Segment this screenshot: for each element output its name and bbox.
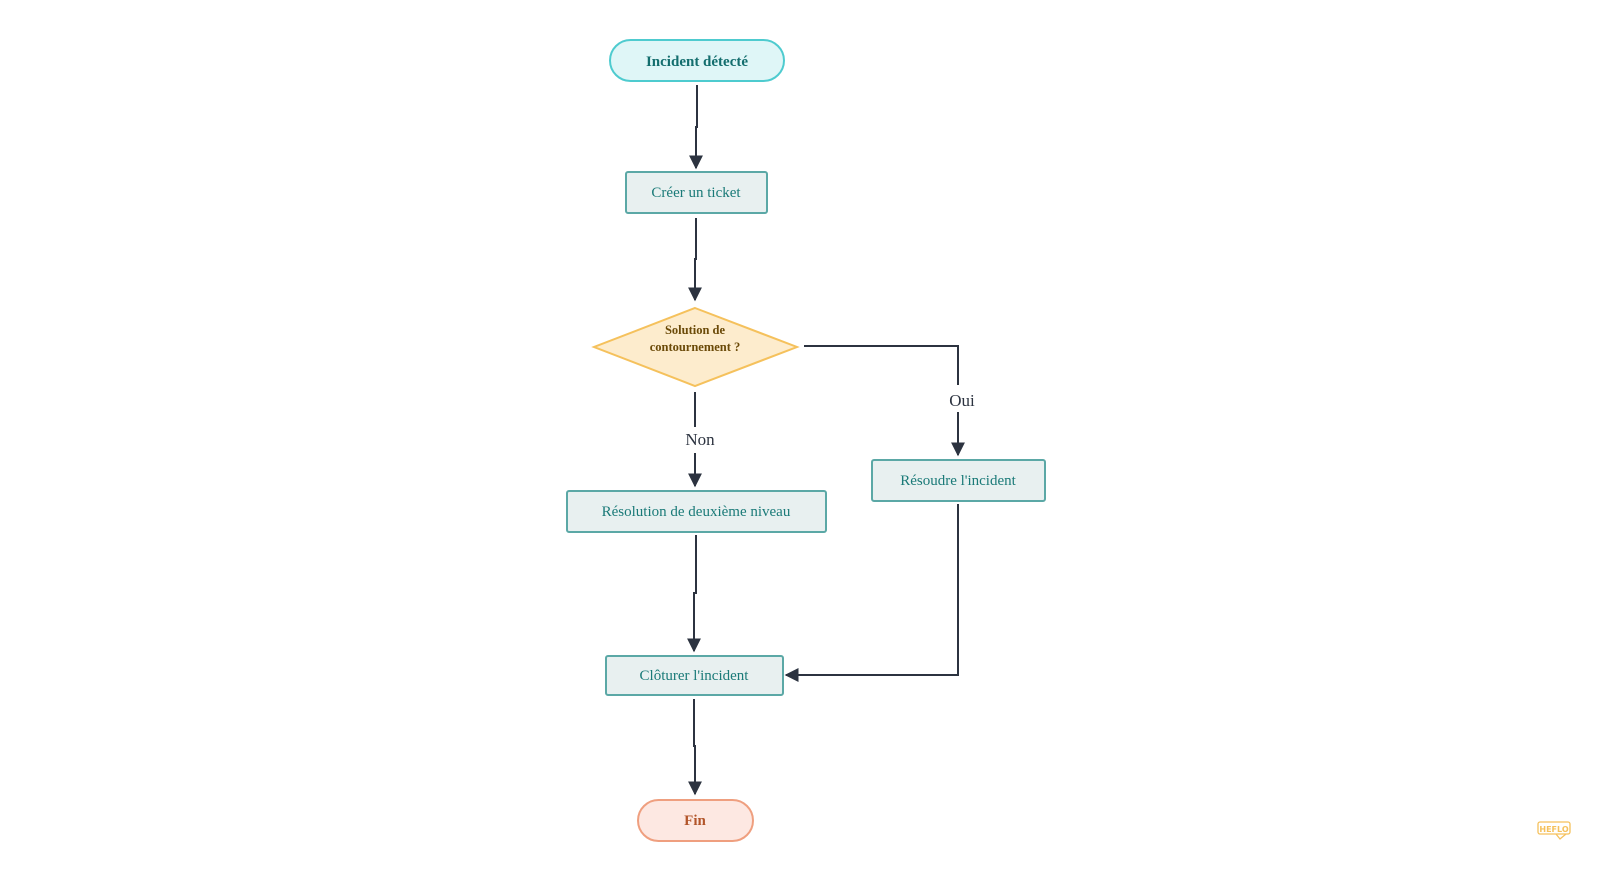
node-start[interactable]: Incident détecté: [609, 39, 785, 82]
heflo-logo-tail: [1555, 833, 1567, 840]
node-resolve-shape: [871, 459, 1046, 502]
node-second-level-shape: [566, 490, 827, 533]
node-create-ticket[interactable]: Créer un ticket: [625, 171, 768, 214]
heflo-logo-text: HEFLO: [1539, 825, 1568, 834]
edge-second-level-to-close: [687, 535, 701, 653]
edge-ticket-to-decision: [688, 218, 702, 302]
edge-decision-to-resolve: [804, 345, 959, 385]
node-resolve-label: Résoudre l'incident: [900, 473, 1016, 489]
node-close[interactable]: Clôturer l'incident: [605, 655, 784, 696]
node-decision-label-line2: contournement ?: [650, 340, 741, 354]
edge-label-non: Non: [685, 430, 715, 449]
heflo-logo-badge: [1537, 821, 1571, 835]
node-end-shape: [637, 799, 754, 842]
node-start-shape: [609, 39, 785, 82]
edge-label-bg-oui: [941, 388, 977, 412]
node-resolve[interactable]: Résoudre l'incident: [871, 459, 1046, 502]
node-end-label: Fin: [684, 813, 706, 829]
edge-label-bg-non: [678, 428, 718, 452]
node-decision[interactable]: Solution de contournement ?: [591, 306, 800, 388]
node-create-ticket-label: Créer un ticket: [651, 185, 741, 201]
heflo-logo: HEFLO: [1537, 821, 1571, 840]
node-end[interactable]: Fin: [637, 799, 754, 842]
edge-close-to-end: [688, 699, 702, 796]
node-create-ticket-shape: [625, 171, 768, 214]
node-start-label: Incident détecté: [646, 54, 748, 70]
node-decision-shape: [591, 306, 800, 388]
node-close-label: Clôturer l'incident: [640, 668, 750, 684]
edges: [687, 85, 965, 796]
node-decision-label-line1: Solution de: [665, 323, 726, 337]
node-second-level-label: Résolution de deuxième niveau: [602, 504, 791, 520]
node-second-level[interactable]: Résolution de deuxième niveau: [566, 490, 827, 533]
edge-resolve-to-close: [784, 504, 959, 682]
edge-start-to-ticket: [689, 85, 703, 170]
edge-label-oui: Oui: [949, 391, 975, 410]
node-close-shape: [605, 655, 784, 696]
